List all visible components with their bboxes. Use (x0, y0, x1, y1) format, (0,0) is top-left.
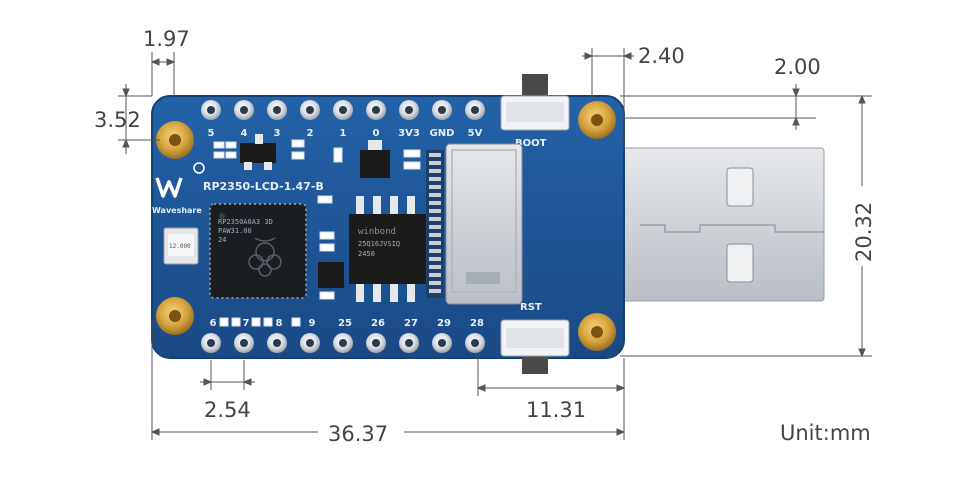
bottom-pin-labels: 6 7 8 9 25 26 27 29 28 (210, 318, 484, 329)
fpc-pad (429, 249, 441, 253)
fpc-pad (429, 177, 441, 181)
top-pin-hole (273, 106, 281, 114)
fpc-pad (429, 153, 441, 157)
fpc-pad (429, 169, 441, 173)
bottom-pin-hole (207, 339, 215, 347)
bottom-pin-label: 9 (309, 318, 316, 329)
top-pin-hole (438, 106, 446, 114)
fpc-pad (429, 185, 441, 189)
top-pin-header (201, 100, 485, 120)
top-pin-label: 1 (340, 128, 347, 139)
bottom-pin-label: 27 (404, 318, 418, 329)
fpc-pad (429, 201, 441, 205)
dimension-lines (118, 48, 872, 440)
fpc-pad (429, 209, 441, 213)
mcu-chip (209, 203, 307, 299)
top-pin-hole (306, 106, 314, 114)
top-pin-hole (240, 106, 248, 114)
bottom-pin-hole (471, 339, 479, 347)
top-pin-labels: 5 4 3 2 1 0 3V3 GND 5V (208, 128, 483, 139)
dim-hole-offset-y: 3.52 (94, 108, 141, 132)
top-pin-hole (405, 106, 413, 114)
top-pin-label: 3 (274, 128, 281, 139)
fpc-pad (429, 289, 441, 293)
mcu-marking-1: RP2350A0A3 3D (218, 218, 273, 226)
bottom-pin-hole (273, 339, 281, 347)
fpc-pad (429, 217, 441, 221)
bottom-pin-label: 26 (371, 318, 385, 329)
bottom-pin-hole (339, 339, 347, 347)
fpc-pad (429, 193, 441, 197)
flash-chip (349, 196, 427, 302)
bottom-pin-header (201, 333, 485, 353)
bottom-pin-hole (240, 339, 248, 347)
top-pin-label: 4 (241, 128, 248, 139)
bottom-pin-hole (438, 339, 446, 347)
bottom-pin-label: 28 (470, 318, 484, 329)
crystal-marking: 12.000 (169, 243, 191, 250)
unit-label: Unit:mm (780, 421, 871, 445)
top-pin-label: 0 (373, 128, 380, 139)
flash-marking-2: 2450 (358, 250, 375, 258)
top-pin-label: 5V (468, 128, 483, 139)
dim-usb-length: 11.31 (526, 398, 586, 422)
dim-usb-inset: 2.00 (774, 55, 821, 79)
fpc-pad (429, 265, 441, 269)
bottom-pin-label: 29 (437, 318, 451, 329)
boot-label: BOOT (515, 138, 547, 149)
board-name: RP2350-LCD-1.47-B (203, 180, 324, 193)
top-pin-hole (372, 106, 380, 114)
raspberry-pi-logo-icon (248, 237, 282, 277)
reset-button (500, 319, 570, 374)
top-pin-label: 3V3 (398, 128, 420, 139)
top-pin-hole (339, 106, 347, 114)
usb-connector (591, 147, 825, 302)
flash-marking-1: 25Q16JVSIQ (358, 240, 400, 248)
waveshare-logo-icon (155, 162, 205, 198)
crystal-oscillator (163, 227, 199, 265)
fpc-pad (429, 233, 441, 237)
transistor-sot23 (240, 134, 276, 170)
bottom-pin-label: 25 (338, 318, 352, 329)
fpc-pad (429, 281, 441, 285)
top-pin-label: 2 (307, 128, 314, 139)
bottom-pin-label: 8 (276, 318, 283, 329)
regulator (360, 140, 390, 178)
reset-label: RST (520, 302, 542, 313)
bottom-pin-hole (306, 339, 314, 347)
top-pin-label: 5 (208, 128, 215, 139)
dim-pin-pitch: 2.54 (204, 398, 251, 422)
tf-card-slot (445, 143, 523, 305)
top-pin-hole (471, 106, 479, 114)
lcd-connector (426, 150, 444, 298)
dim-usb-gap: 2.40 (638, 44, 685, 68)
mcu-marking-2: PAW31.00 (218, 227, 252, 235)
mosfet (318, 262, 344, 288)
top-pin-hole (207, 106, 215, 114)
bottom-pin-label: 6 (210, 318, 217, 329)
mcu-marking-3: 24 (218, 236, 226, 244)
bottom-pin-hole (372, 339, 380, 347)
boot-button (500, 74, 570, 131)
dim-board-length: 36.37 (328, 422, 388, 446)
mounting-holes (156, 101, 616, 351)
brand-label: Waveshare (152, 206, 202, 215)
fpc-pad (429, 225, 441, 229)
fpc-pad (429, 257, 441, 261)
dim-board-height: 20.32 (852, 202, 876, 262)
fpc-pad (429, 241, 441, 245)
fpc-pad (429, 273, 441, 277)
fpc-pad (429, 161, 441, 165)
flash-brand: winbond (358, 227, 396, 237)
smd-components (213, 139, 421, 327)
top-pin-label: GND (430, 128, 455, 139)
bottom-pin-hole (405, 339, 413, 347)
dim-hole-offset-x: 1.97 (143, 27, 190, 51)
bottom-pin-label: 7 (243, 318, 250, 329)
